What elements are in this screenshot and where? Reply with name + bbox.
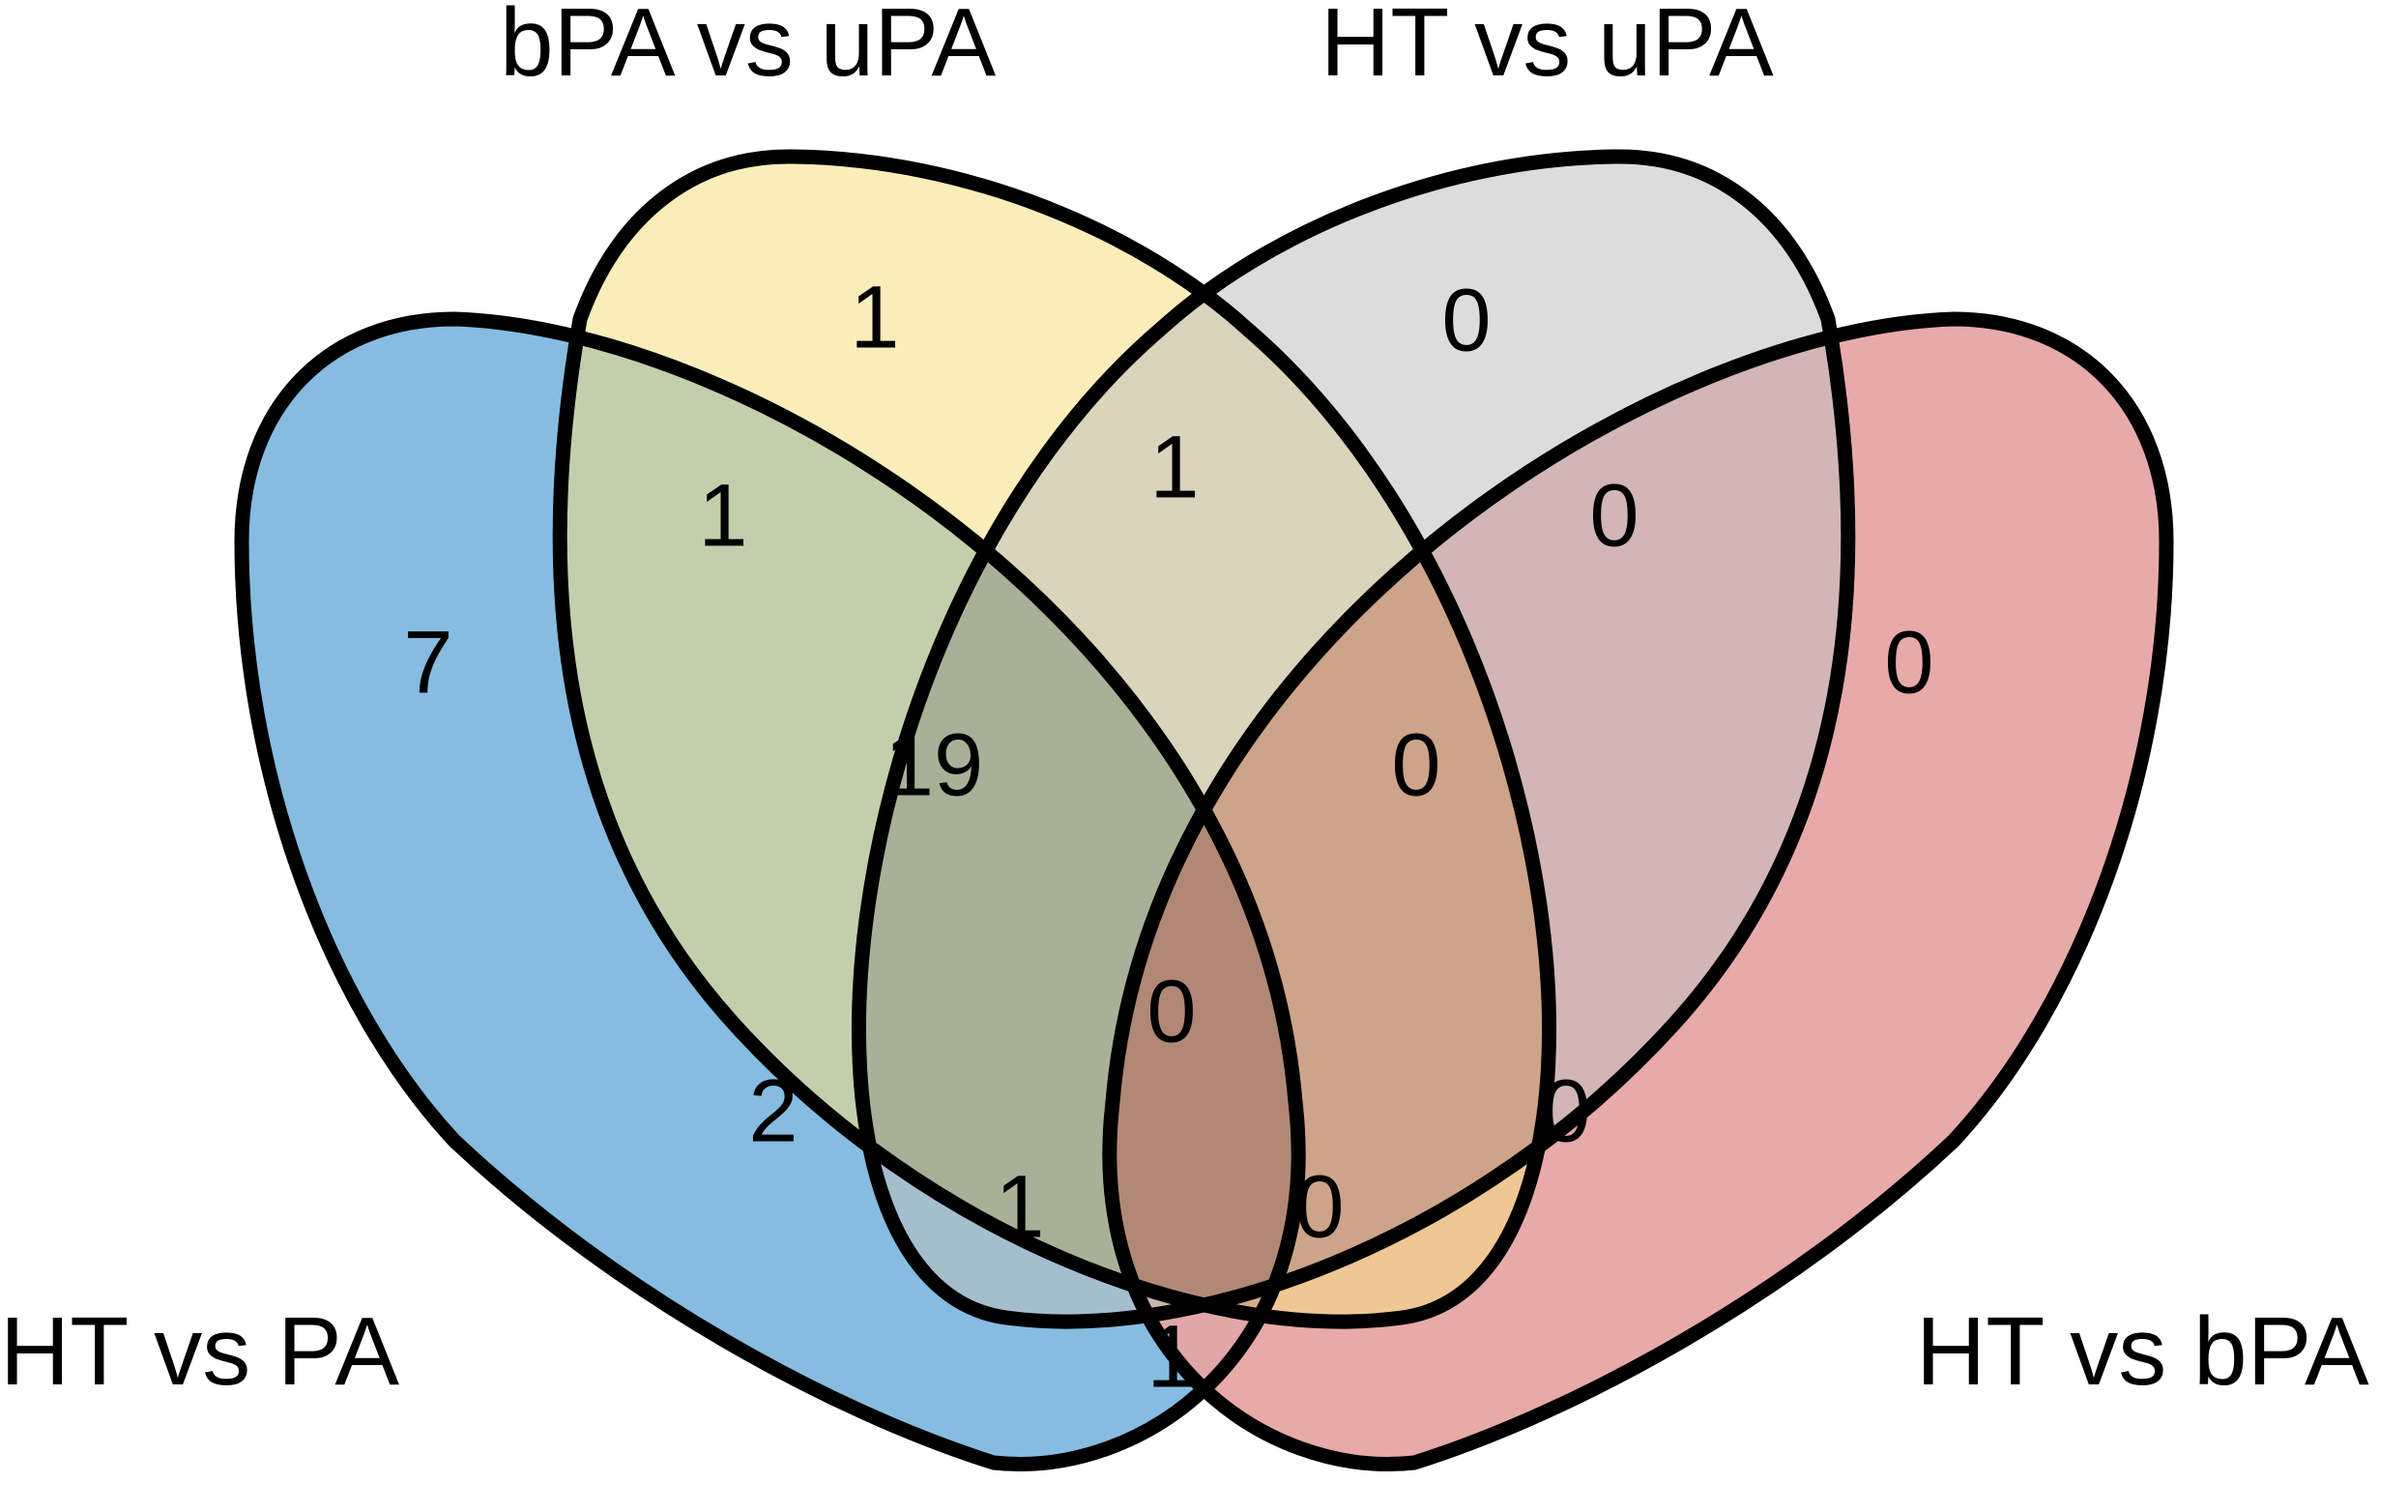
count-c-only: 0	[1441, 271, 1491, 369]
count-ac: 2	[748, 1061, 798, 1160]
count-ad: 1	[1146, 1307, 1196, 1406]
count-acd: 0	[1294, 1157, 1344, 1256]
count-bc: 1	[1149, 418, 1199, 516]
count-ab: 1	[698, 466, 747, 565]
set-label-b: bPA vs uPA	[500, 0, 997, 97]
count-b-only: 1	[850, 268, 899, 366]
count-bcd: 0	[1391, 715, 1440, 814]
count-abc: 19	[885, 715, 983, 814]
count-d-only: 0	[1884, 613, 1933, 712]
count-cd: 0	[1589, 466, 1639, 565]
count-abd: 1	[995, 1157, 1044, 1256]
count-a-only: 7	[403, 613, 452, 712]
set-label-c: HT vs uPA	[1320, 0, 1774, 97]
set-label-a: HT vs PA	[0, 1297, 399, 1406]
count-abcd: 0	[1146, 962, 1196, 1061]
set-label-d: HT vs bPA	[1916, 1297, 2369, 1406]
count-bd: 0	[1541, 1061, 1590, 1160]
